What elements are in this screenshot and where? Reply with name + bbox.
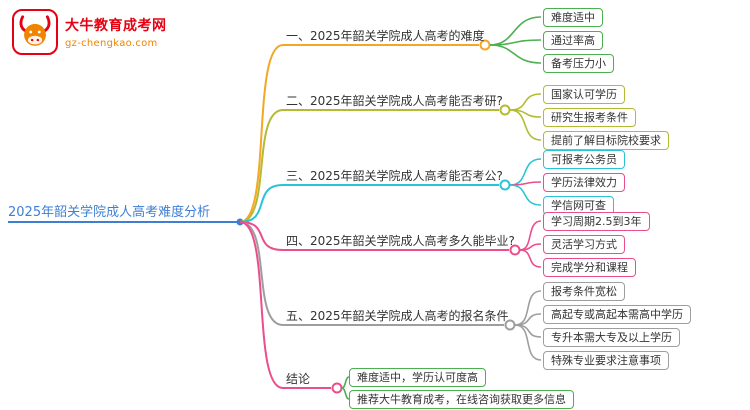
connector bbox=[239, 184, 284, 223]
connector bbox=[509, 93, 542, 111]
connector bbox=[239, 221, 284, 326]
mindmap-root-topic: 2025年韶关学院成人高考难度分析 bbox=[8, 205, 211, 220]
leaf-node: 国家认可学历 bbox=[543, 85, 625, 104]
logo: 大牛教育成考网 gz-chengkao.com bbox=[12, 9, 167, 55]
branch-1-label: 一、2025年韶关学院成人高考的难度 bbox=[286, 29, 485, 43]
connector bbox=[341, 387, 350, 400]
leaf-node: 学历法律效力 bbox=[543, 173, 625, 192]
bull-icon bbox=[12, 9, 58, 55]
connector bbox=[239, 44, 284, 223]
branch-junction-dot bbox=[499, 104, 511, 116]
leaf-node: 完成学分和课程 bbox=[543, 258, 636, 277]
leaf-node: 推荐大牛教育成考，在线咨询获取更多信息 bbox=[349, 390, 574, 409]
leaf-node: 学信网可查 bbox=[543, 196, 614, 215]
connector bbox=[489, 44, 542, 64]
leaf-node: 专升本需大专及以上学历 bbox=[543, 328, 680, 347]
branch-6-label: 结论 bbox=[286, 372, 311, 386]
branch-3-label: 三、2025年韶关学院成人高考能否考公? bbox=[286, 169, 503, 183]
connector bbox=[519, 220, 542, 251]
branch-junction-dot bbox=[504, 319, 516, 331]
leaf-node: 高起专或高起本需高中学历 bbox=[543, 305, 691, 324]
logo-domain: gz-chengkao.com bbox=[65, 38, 158, 49]
leaf-node: 备考压力小 bbox=[543, 54, 614, 73]
connector bbox=[514, 324, 542, 338]
connector bbox=[239, 221, 284, 389]
connector bbox=[509, 181, 542, 186]
branch-junction-dot bbox=[499, 179, 511, 191]
leaf-node: 研究生报考条件 bbox=[543, 108, 636, 127]
connector bbox=[239, 221, 284, 251]
leaf-node: 学习周期2.5到3年 bbox=[543, 212, 650, 231]
connector bbox=[509, 184, 542, 206]
branch-junction-dot bbox=[479, 39, 491, 51]
leaf-node: 报考条件宽松 bbox=[543, 282, 625, 301]
branch-junction-dot bbox=[331, 382, 343, 394]
connector bbox=[514, 324, 542, 361]
connector bbox=[519, 243, 542, 251]
leaf-node: 提前了解目标院校要求 bbox=[543, 131, 669, 150]
logo-name: 大牛教育成考网 bbox=[65, 18, 167, 34]
connector bbox=[341, 376, 350, 389]
branch-5-label: 五、2025年韶关学院成人高考的报名条件 bbox=[286, 309, 509, 323]
connector bbox=[489, 39, 542, 46]
leaf-node: 难度适中 bbox=[543, 8, 603, 27]
leaf-node: 难度适中，学历认可度高 bbox=[349, 368, 486, 387]
logo-text: 大牛教育成考网 gz-chengkao.com bbox=[65, 15, 167, 49]
connector bbox=[519, 249, 542, 268]
leaf-node: 通过率高 bbox=[543, 31, 603, 50]
leaf-node: 特殊专业要求注意事项 bbox=[543, 351, 669, 370]
connector bbox=[514, 313, 542, 326]
connector bbox=[239, 109, 284, 223]
branch-junction-dot bbox=[509, 244, 521, 256]
branch-2-label: 二、2025年韶关学院成人高考能否考研? bbox=[286, 94, 503, 108]
connector bbox=[509, 109, 542, 141]
leaf-node: 灵活学习方式 bbox=[543, 235, 625, 254]
branch-4-label: 四、2025年韶关学院成人高考多久能毕业? bbox=[286, 234, 515, 248]
connector bbox=[509, 158, 542, 186]
bull-icon-graphic bbox=[19, 15, 51, 46]
leaf-node: 可报考公务员 bbox=[543, 150, 625, 169]
